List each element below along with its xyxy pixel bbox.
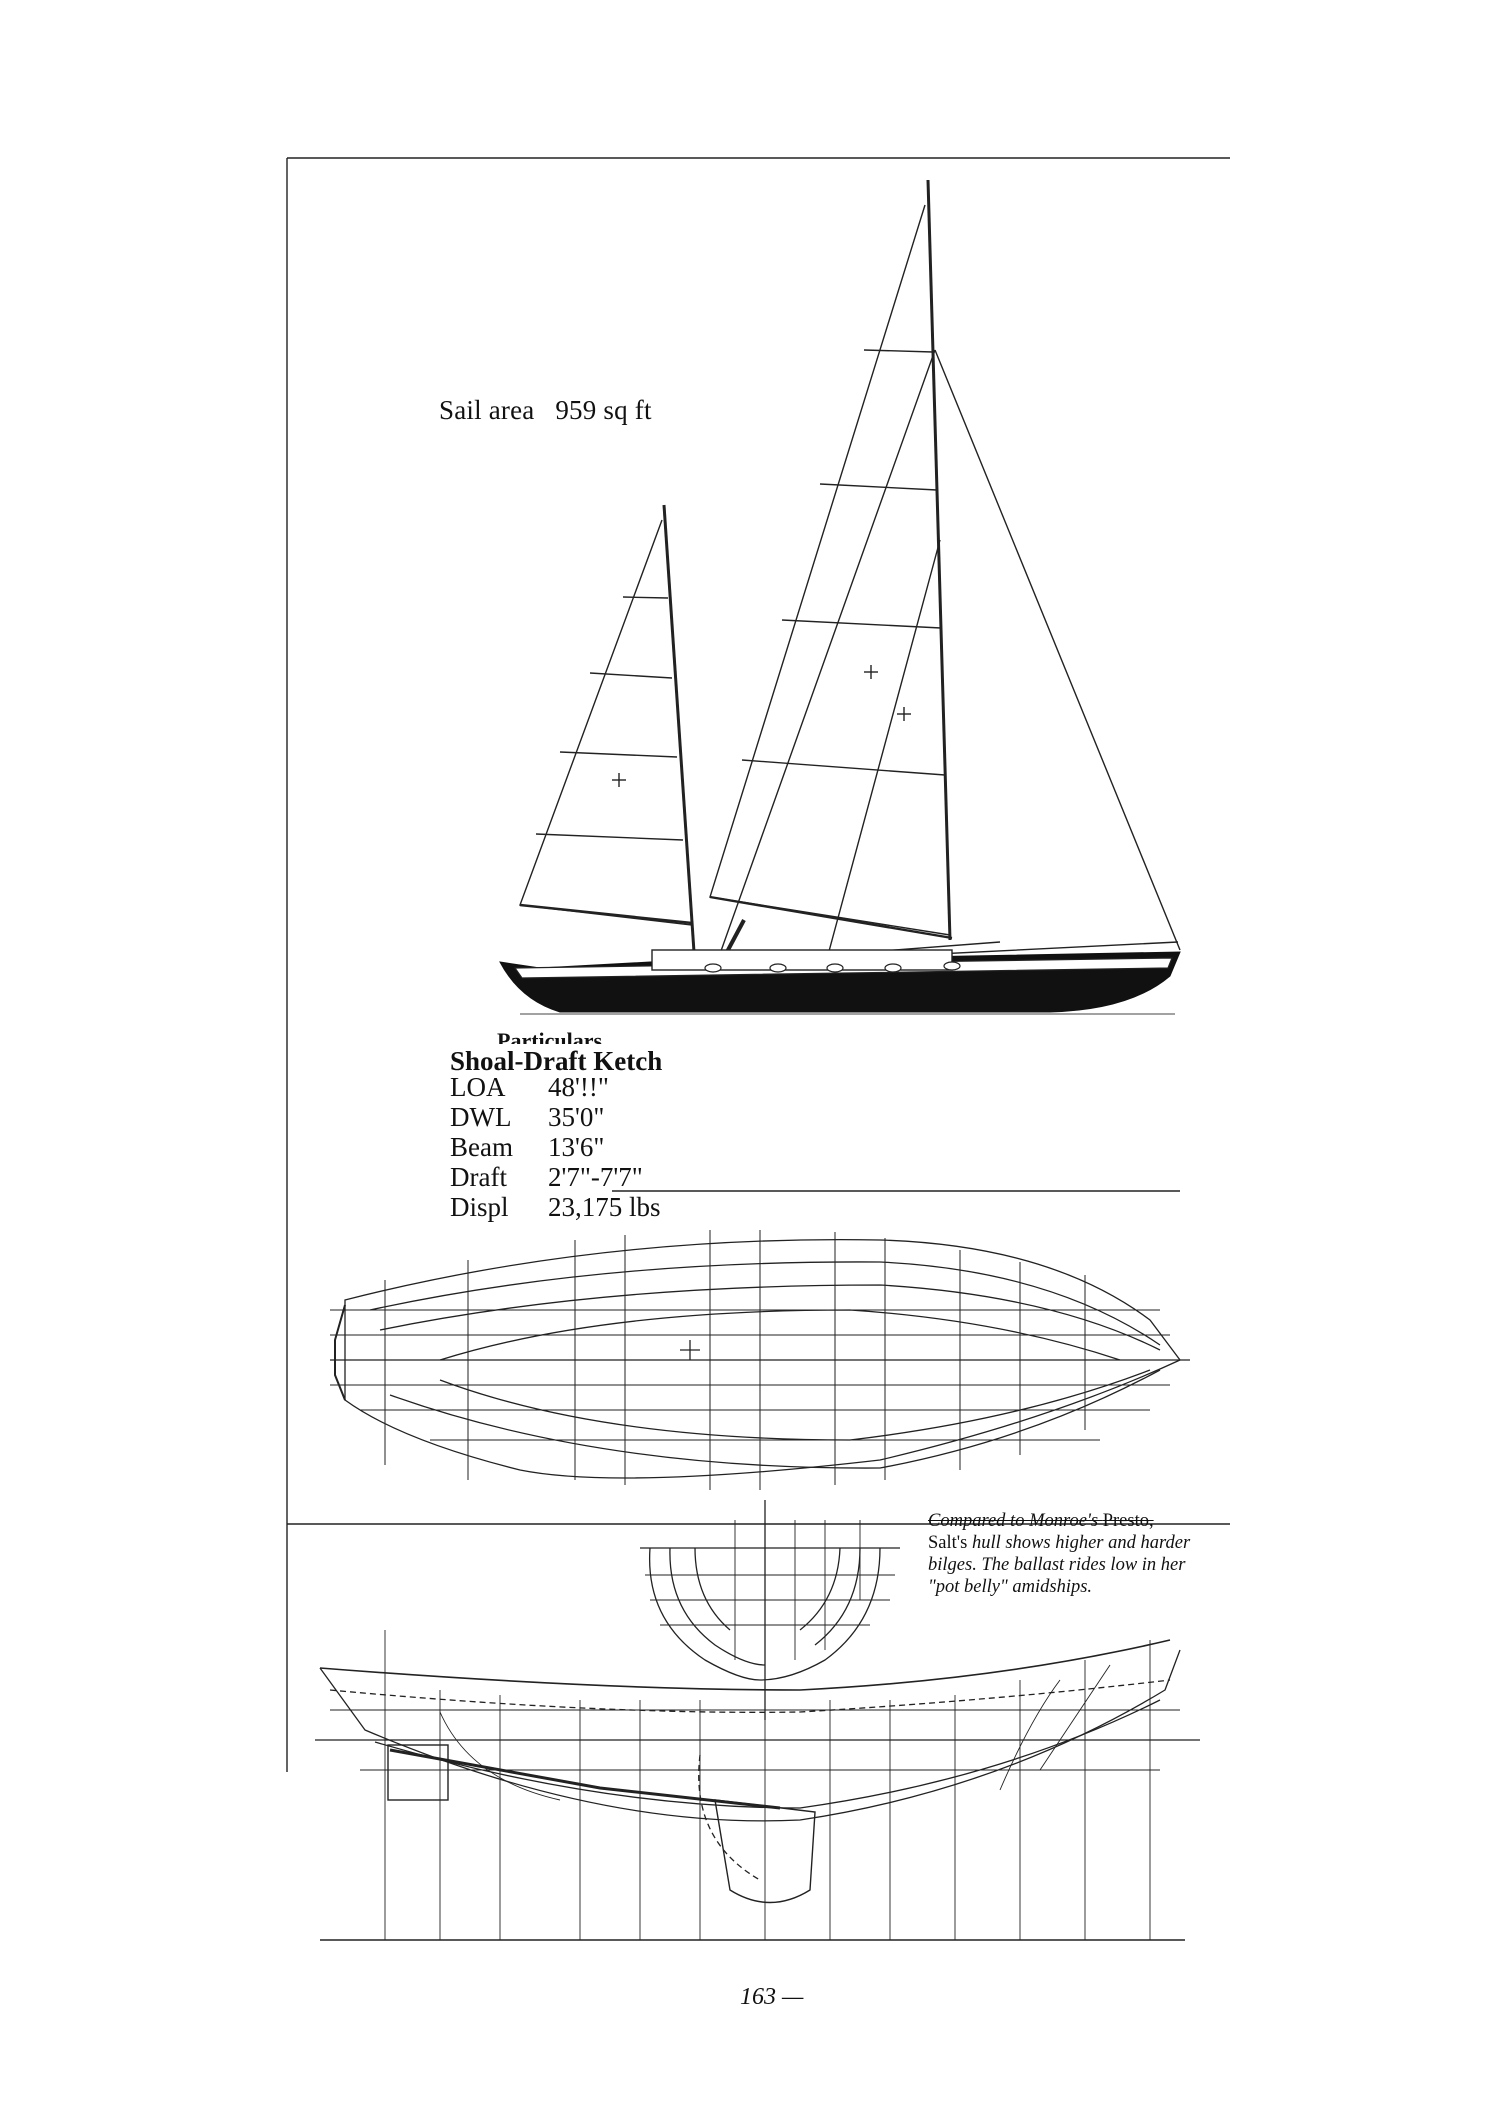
spec-value: 13'6" [548, 1132, 605, 1162]
spec-row-draft: Draft 2'7"-7'7" [450, 1162, 643, 1192]
spec-value: 23,175 lbs [548, 1192, 661, 1222]
spec-value: 48'!!" [548, 1072, 609, 1102]
spec-label: LOA [450, 1072, 506, 1102]
caption-part: Compared to Monroe's [928, 1511, 1103, 1531]
body-plan [640, 1500, 900, 1720]
half-breadth-plan [330, 1230, 1190, 1490]
sail-plan [519, 179, 1181, 981]
caption-part: hull shows higher and harder bilges. The… [928, 1533, 1191, 1597]
particulars-heading: Particulars [497, 1028, 603, 1044]
caption-part: Salt's [928, 1533, 968, 1553]
caption-part: Presto, [1102, 1511, 1154, 1531]
spec-label: Displ [450, 1192, 509, 1222]
spec-label: Beam [450, 1132, 513, 1162]
design-title: Shoal-Draft Ketch [450, 1046, 663, 1076]
spec-row-displ: Displ 23,175 lbs [450, 1192, 661, 1222]
page-number: 163 — [740, 1984, 804, 2010]
spec-row-loa: LOA 48'!!" [450, 1072, 609, 1102]
profile-plan [315, 1630, 1200, 1941]
sail-plan-hull [499, 949, 1181, 1015]
spec-label: DWL [450, 1102, 512, 1132]
spec-label: Draft [450, 1162, 507, 1192]
spec-value: 2'7"-7'7" [548, 1162, 643, 1192]
spec-value: 35'0" [548, 1102, 605, 1132]
sail-area-label: Sail area 959 sq ft [439, 395, 652, 425]
spec-row-dwl: DWL 35'0" [450, 1102, 604, 1132]
spec-row-beam: Beam 13'6" [450, 1132, 604, 1162]
figure-caption: Compared to Monroe's Presto, Salt's hull… [928, 1510, 1200, 1598]
